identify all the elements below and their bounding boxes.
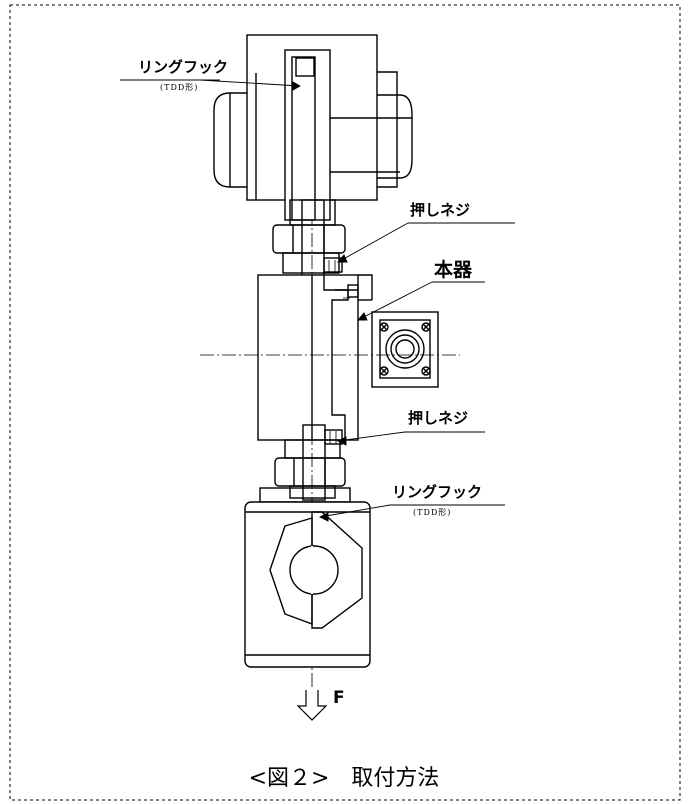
top-ring-hook-type-label: (TDD形) <box>160 83 199 92</box>
bottom-ring-hook-type-label: (TDD形) <box>413 508 452 517</box>
leader-lines <box>120 79 515 522</box>
push-screw-bottom-label: 押しネジ <box>408 409 469 427</box>
force-arrow <box>296 690 328 721</box>
push-screw-top-label: 押しネジ <box>410 201 471 219</box>
top-ring-hook-label: リングフック <box>138 58 229 76</box>
main-unit-body <box>257 274 373 441</box>
lower-nut <box>274 424 346 501</box>
dashed-border <box>9 4 681 801</box>
top-ring-hook <box>213 34 413 221</box>
bottom-ring-hook <box>244 487 371 668</box>
figure-caption: <図２> 取付方法 <box>248 766 440 791</box>
force-label: F <box>333 688 345 708</box>
main-unit-label: 本器 <box>434 259 473 281</box>
connector <box>200 311 460 388</box>
bottom-ring-hook-label: リングフック <box>392 483 483 501</box>
